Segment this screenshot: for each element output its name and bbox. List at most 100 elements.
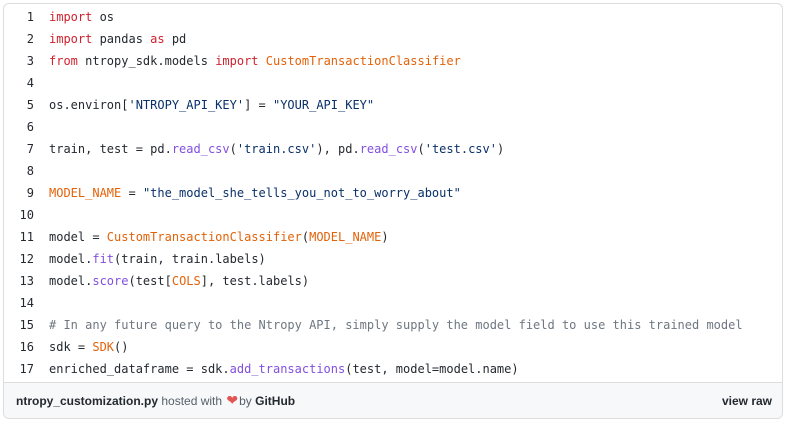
view-raw-link[interactable]: view raw	[721, 393, 772, 408]
code-token: score	[92, 274, 129, 288]
code-token: =	[121, 186, 143, 200]
code-token: os	[92, 10, 115, 24]
code-token: import	[49, 10, 93, 24]
code-token: CustomTransactionClassifier	[265, 54, 461, 68]
code-token	[259, 54, 266, 68]
code-token: model.	[49, 274, 93, 288]
code-line: 6	[4, 116, 782, 138]
code-line: 9 MODEL_NAME = "the_model_she_tells_you_n…	[4, 182, 782, 204]
line-number: 16	[19, 340, 34, 354]
line-number: 4	[26, 76, 34, 90]
code-line: 5 os.environ['NTROPY_API_KEY'] = "YOUR_AP…	[4, 94, 782, 116]
code-token: train, test = pd.	[49, 142, 172, 156]
code-text: model.fit(train, train.labels)	[49, 248, 266, 270]
code-token: model =	[49, 230, 107, 244]
hosted-with-text: hosted with	[158, 394, 226, 408]
line-number: 5	[26, 98, 34, 112]
code-token: COLS	[171, 274, 201, 288]
code-line: 14	[4, 292, 782, 314]
code-token: MODEL_NAME	[49, 186, 122, 200]
code-line: 2 import pandas as pd	[4, 28, 782, 50]
code-text: import os	[49, 6, 114, 28]
line-number: 8	[26, 164, 34, 178]
line-number: 7	[26, 142, 34, 156]
code-line: 11 model = CustomTransactionClassifier(MO…	[4, 226, 782, 248]
code-token: 'test.csv'	[424, 142, 497, 156]
line-number: 13	[19, 274, 34, 288]
gist-meta: ntropy_customization.py hosted with ❤by …	[16, 392, 295, 409]
code-token: # In any future query to the Ntropy API,…	[49, 318, 743, 332]
line-number: 15	[19, 318, 34, 332]
code-line: 8	[4, 160, 782, 182]
code-text: enriched_dataframe = sdk.add_transaction…	[49, 358, 519, 380]
code-line: 17 enriched_dataframe = sdk.add_transacti…	[4, 358, 782, 380]
code-token: 'train.csv'	[236, 142, 317, 156]
code-token: pandas	[92, 32, 151, 46]
code-token: from	[49, 54, 78, 68]
gist-embed: 1 import os 2 import pandas as pd 3 from ntro…	[3, 3, 783, 419]
by-text: by	[239, 394, 256, 408]
gist-footer: ntropy_customization.py hosted with ❤by …	[4, 382, 782, 418]
line-number: 10	[19, 208, 34, 222]
code-text: from ntropy_sdk.models import CustomTran…	[49, 50, 461, 72]
code-token: )	[496, 142, 505, 156]
code-text: import pandas as pd	[49, 28, 186, 50]
code-token: SDK	[92, 340, 115, 354]
code-token: fit	[92, 252, 115, 266]
code-token: import	[215, 54, 259, 68]
github-link[interactable]: GitHub	[255, 394, 296, 408]
code-block: 1 import os 2 import pandas as pd 3 from ntro…	[4, 4, 782, 382]
code-token: ], test.labels)	[200, 274, 310, 288]
code-token: (	[301, 230, 310, 244]
code-line: 13 model.score(test[COLS], test.labels)	[4, 270, 782, 292]
code-token: (	[417, 142, 425, 156]
code-token: (	[229, 142, 237, 156]
code-token: 'NTROPY_API_KEY'	[128, 98, 245, 112]
code-token: sdk =	[49, 340, 93, 354]
code-token: ntropy_sdk.models	[77, 54, 216, 68]
code-token: os.environ[	[49, 98, 129, 112]
code-token: (test, model=model.name)	[345, 362, 519, 376]
code-text: os.environ['NTROPY_API_KEY'] = "YOUR_API…	[49, 94, 374, 116]
line-number: 3	[26, 54, 34, 68]
line-number: 1	[26, 10, 34, 24]
line-number: 17	[19, 362, 34, 376]
code-text: sdk = SDK()	[49, 336, 129, 358]
code-line: 4	[4, 72, 782, 94]
code-token: (test[	[128, 274, 172, 288]
code-line: 10	[4, 204, 782, 226]
code-token: read_csv	[359, 142, 418, 156]
line-number: 12	[19, 252, 34, 266]
code-token: ] =	[244, 98, 273, 112]
code-text: model.score(test[COLS], test.labels)	[49, 270, 309, 292]
code-token: pd	[164, 32, 187, 46]
code-token: model.	[49, 252, 93, 266]
code-token: (train, train.labels)	[114, 252, 266, 266]
code-line: 12 model.fit(train, train.labels)	[4, 248, 782, 270]
code-line: 16 sdk = SDK()	[4, 336, 782, 358]
code-token: "YOUR_API_KEY"	[272, 98, 375, 112]
code-token: "the_model_she_tells_you_not_to_worry_ab…	[142, 186, 461, 200]
code-line: 3 from ntropy_sdk.models import CustomTra…	[4, 50, 782, 72]
line-number: 6	[26, 120, 34, 134]
line-number: 9	[26, 186, 34, 200]
line-number: 11	[19, 230, 34, 244]
code-line: 1 import os	[4, 6, 782, 28]
code-token: add_transactions	[229, 362, 346, 376]
code-text: train, test = pd.read_csv('train.csv'), …	[49, 138, 504, 160]
code-token: ), pd.	[316, 142, 360, 156]
code-line: 15 # In any future query to the Ntropy AP…	[4, 314, 782, 336]
line-number: 2	[26, 32, 34, 46]
code-token: MODEL_NAME	[309, 230, 382, 244]
code-token: as	[150, 32, 165, 46]
line-number: 14	[19, 296, 34, 310]
code-token: enriched_dataframe = sdk.	[49, 362, 230, 376]
code-token: import	[49, 32, 93, 46]
code-token: ()	[114, 340, 129, 354]
filename-link[interactable]: ntropy_customization.py	[16, 394, 159, 408]
code-text: model = CustomTransactionClassifier(MODE…	[49, 226, 389, 248]
code-token: CustomTransactionClassifier	[106, 230, 302, 244]
heart-icon: ❤	[226, 392, 239, 408]
code-token: )	[381, 230, 389, 244]
